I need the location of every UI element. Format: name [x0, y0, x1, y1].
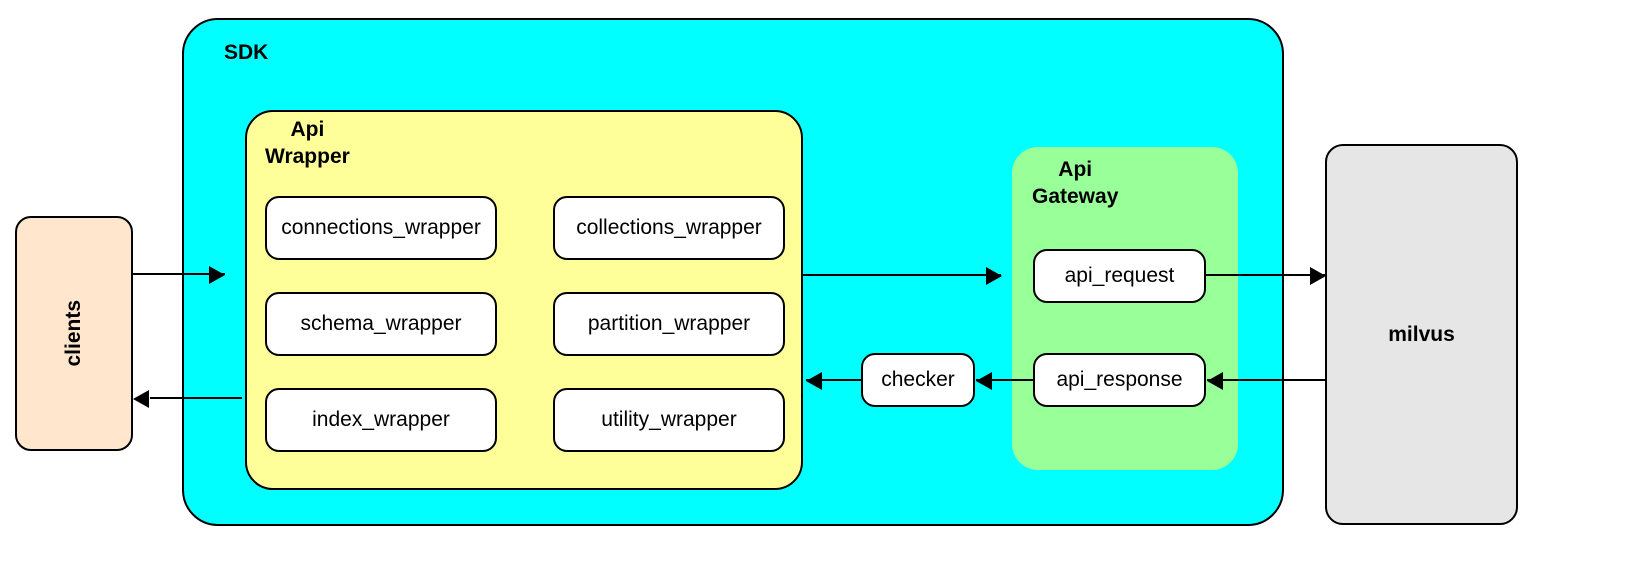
- group-api-gateway-label: Api Gateway: [1032, 158, 1119, 208]
- arrowhead-right-icon: [986, 267, 1002, 285]
- arrowhead-right-icon: [209, 266, 225, 284]
- node-connections-wrapper[interactable]: connections_wrapper: [265, 196, 497, 260]
- edge-checker-to-api-wrapper: [806, 379, 862, 381]
- node-clients-label: clients: [62, 300, 85, 367]
- edge-api-request-to-milvus: [1206, 274, 1326, 276]
- arrowhead-left-icon: [976, 372, 992, 390]
- node-index-wrapper[interactable]: index_wrapper: [265, 388, 497, 452]
- group-api-wrapper-label: Api Wrapper: [265, 118, 350, 168]
- edge-milvus-to-api-response: [1207, 379, 1327, 381]
- edge-clients-to-sdk: [133, 273, 225, 275]
- arrowhead-right-icon: [1310, 267, 1326, 285]
- node-milvus[interactable]: milvus: [1325, 144, 1518, 525]
- node-collections-wrapper[interactable]: collections_wrapper: [553, 196, 785, 260]
- group-sdk-label: SDK: [224, 41, 269, 64]
- edge-sdk-to-clients: [150, 397, 242, 399]
- node-api-request[interactable]: api_request: [1033, 249, 1206, 303]
- node-clients[interactable]: clients: [15, 216, 133, 451]
- node-checker[interactable]: checker: [861, 353, 975, 407]
- edge-api-response-to-checker: [976, 379, 1034, 381]
- node-utility-wrapper[interactable]: utility_wrapper: [553, 388, 785, 452]
- edge-api-wrapper-to-api-request: [801, 274, 1001, 276]
- arrowhead-left-icon: [806, 372, 822, 390]
- node-schema-wrapper[interactable]: schema_wrapper: [265, 292, 497, 356]
- arrowhead-left-icon: [1207, 372, 1223, 390]
- arrowhead-left-icon: [133, 390, 149, 408]
- node-api-response[interactable]: api_response: [1033, 353, 1206, 407]
- node-partition-wrapper[interactable]: partition_wrapper: [553, 292, 785, 356]
- group-api-gateway[interactable]: Api Gateway: [1012, 147, 1238, 470]
